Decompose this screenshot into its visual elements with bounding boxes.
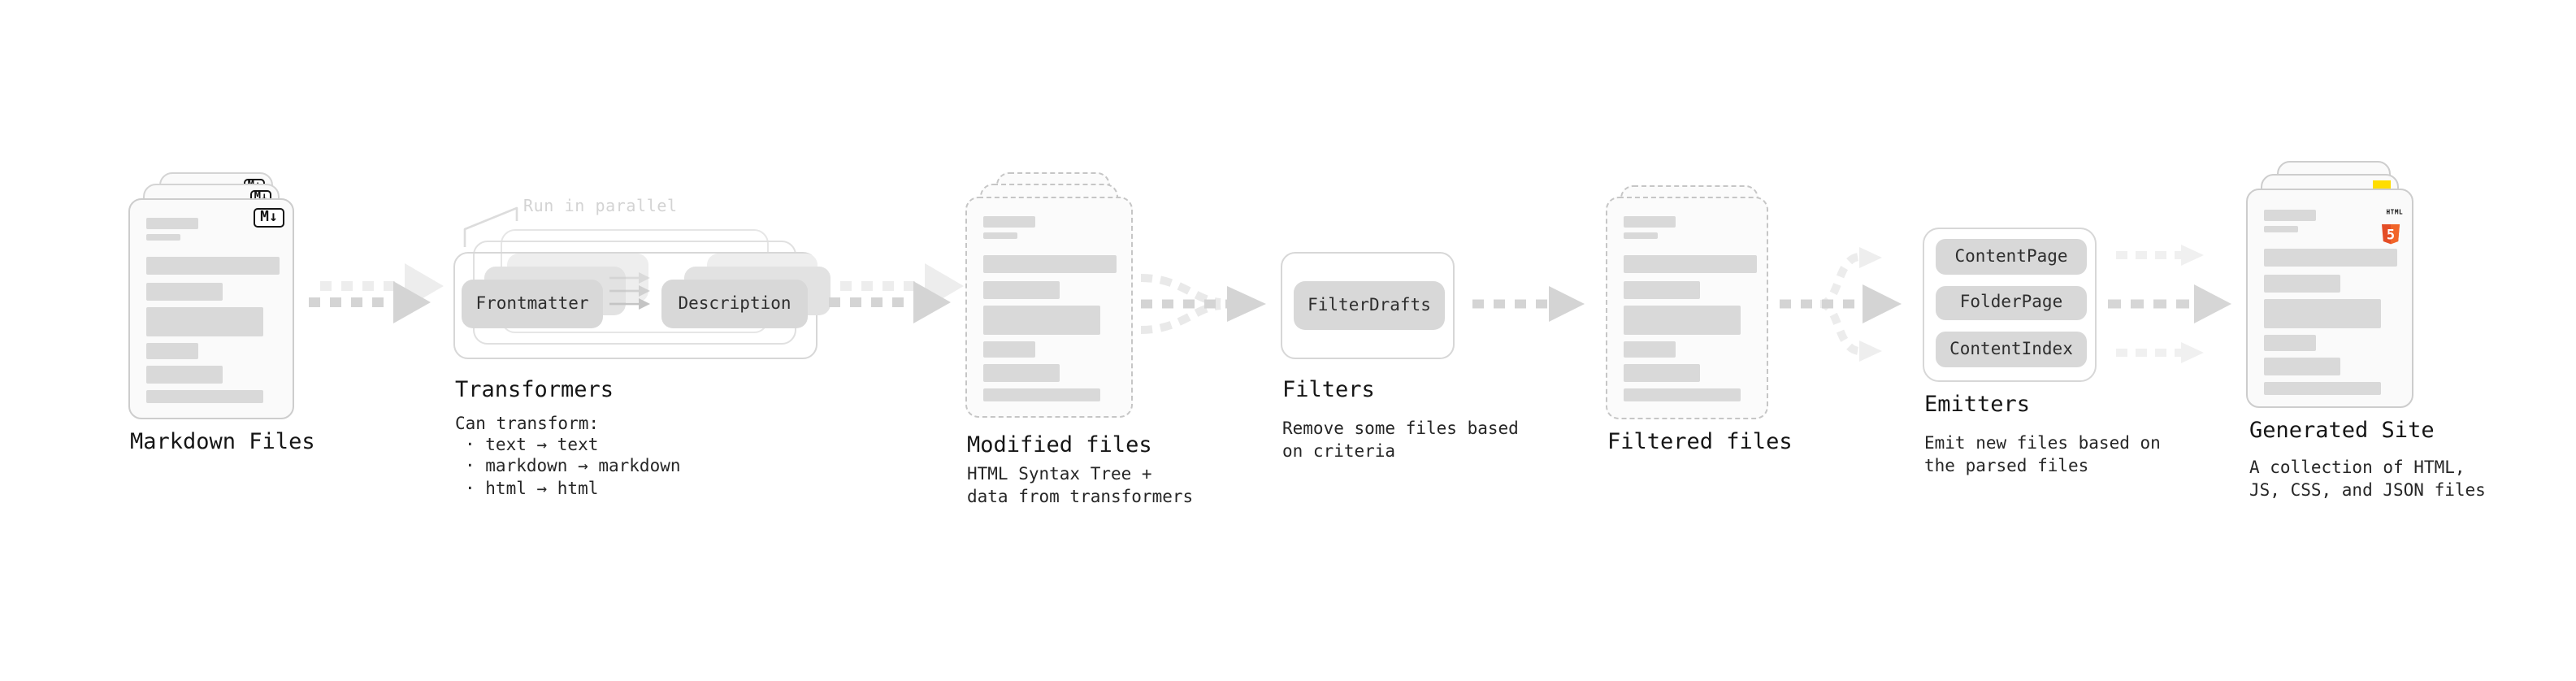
transformers-group: Run in parallel Frontmatter Description <box>453 192 834 371</box>
js-file-icon <box>2373 180 2391 190</box>
emitters-label: Emitters <box>1924 392 2031 418</box>
skeleton-bar <box>1624 364 1700 382</box>
run-in-parallel-callout: Run in parallel <box>523 198 678 216</box>
filtered-files-label: Filtered files <box>1607 429 1793 455</box>
skeleton-bar <box>983 364 1060 382</box>
note-line: Remove some files based <box>1282 419 1519 439</box>
generated-site-label: Generated Site <box>2249 418 2435 444</box>
contentindex-pill: ContentIndex <box>1936 332 2087 367</box>
skeleton-bar <box>1624 388 1741 401</box>
skeleton-bar <box>146 234 180 241</box>
filtered-files-stack <box>1606 185 1768 419</box>
skeleton-bar <box>146 343 198 359</box>
filters-label: Filters <box>1282 377 1375 403</box>
skeleton-bar <box>1624 255 1757 273</box>
markdown-icon: M↓ <box>254 208 284 228</box>
skeleton-bar <box>983 341 1035 358</box>
html5-icon: HTML 5 <box>2379 193 2403 245</box>
html5-number: 5 <box>2386 227 2394 243</box>
skeleton-bar <box>983 388 1100 401</box>
skeleton-bar <box>1624 216 1676 228</box>
flow-arrow-transformers-to-modified <box>829 263 964 323</box>
generated-site-stack: CSS HTML 5 <box>2246 161 2413 410</box>
file-card <box>965 197 1133 418</box>
text-skeleton <box>1624 216 1757 401</box>
modified-files-stack <box>965 172 1133 419</box>
text-skeleton <box>146 218 280 403</box>
skeleton-bar <box>146 283 223 301</box>
skeleton-bar <box>146 390 263 403</box>
frontmatter-pill: Frontmatter <box>462 280 603 328</box>
flow-arrow-fan-in-to-filters <box>1140 274 1266 334</box>
skeleton-bar <box>146 366 223 384</box>
skeleton-bar <box>983 306 1100 335</box>
file-card: M↓ <box>128 198 294 419</box>
note-line: HTML Syntax Tree + <box>967 465 1152 484</box>
description-pill: Description <box>661 280 808 328</box>
skeleton-bar <box>983 216 1035 228</box>
skeleton-bar <box>1624 306 1741 335</box>
note-line: data from transformers <box>967 488 1194 507</box>
text-skeleton <box>2264 210 2397 395</box>
skeleton-bar <box>2264 335 2316 351</box>
skeleton-bar <box>146 218 198 229</box>
skeleton-bar <box>1624 341 1676 358</box>
filters-note: Remove some files based on criteria <box>1282 419 1519 463</box>
note-line: the parsed files <box>1924 457 2089 476</box>
file-card-html: HTML 5 <box>2246 189 2413 408</box>
skeleton-bar <box>2264 249 2397 267</box>
note-line: Can transform: <box>455 414 600 434</box>
skeleton-bar <box>2264 210 2316 221</box>
note-line: Emit new files based on <box>1924 434 2161 453</box>
flow-arrow-fan-out-to-emitters <box>1780 247 1902 362</box>
skeleton-bar <box>146 257 280 275</box>
transform-step-arrows <box>609 272 650 310</box>
note-bullet: · text → text <box>465 436 599 456</box>
modified-files-label: Modified files <box>967 432 1152 458</box>
note-line: on criteria <box>1282 441 1396 461</box>
note-bullet: · html → html <box>465 479 599 499</box>
modified-files-note: HTML Syntax Tree + data from transformer… <box>967 463 1193 509</box>
skeleton-bar <box>2264 299 2381 328</box>
skeleton-bar <box>1624 281 1700 299</box>
note-bullet: · markdown → markdown <box>465 457 681 477</box>
skeleton-bar <box>1624 232 1658 239</box>
skeleton-bar <box>983 281 1060 299</box>
text-skeleton <box>983 216 1117 401</box>
callout-leader-line <box>463 206 518 247</box>
folderpage-pill: FolderPage <box>1936 285 2087 320</box>
skeleton-bar <box>2264 226 2298 232</box>
flow-arrow-markdown-to-transformers <box>309 263 444 323</box>
filters-container: FilterDrafts <box>1281 252 1455 359</box>
transformers-note: Can transform: · text → text · markdown … <box>455 414 681 501</box>
transformers-label: Transformers <box>455 377 614 403</box>
flow-arrow-filters-to-filtered <box>1472 286 1585 322</box>
skeleton-bar <box>2264 358 2340 375</box>
skeleton-bar <box>146 307 263 336</box>
filterdrafts-pill: FilterDrafts <box>1294 281 1445 330</box>
flow-arrows-emitters-to-generated <box>2108 245 2231 363</box>
contentpage-pill: ContentPage <box>1936 239 2087 274</box>
emitters-container: ContentPage FolderPage ContentIndex <box>1923 228 2097 382</box>
skeleton-bar <box>2264 275 2340 293</box>
note-line: A collection of HTML, <box>2249 458 2465 478</box>
markdown-files-label: Markdown Files <box>130 429 315 455</box>
note-line: JS, CSS, and JSON files <box>2249 481 2486 501</box>
markdown-files-stack: M↓ M↓ M↓ <box>128 172 294 419</box>
skeleton-bar <box>983 232 1017 239</box>
skeleton-bar <box>2264 382 2381 395</box>
skeleton-bar <box>983 255 1117 273</box>
generated-site-note: A collection of HTML, JS, CSS, and JSON … <box>2249 457 2486 502</box>
file-card <box>1606 197 1768 419</box>
emitters-note: Emit new files based on the parsed files <box>1924 432 2161 478</box>
